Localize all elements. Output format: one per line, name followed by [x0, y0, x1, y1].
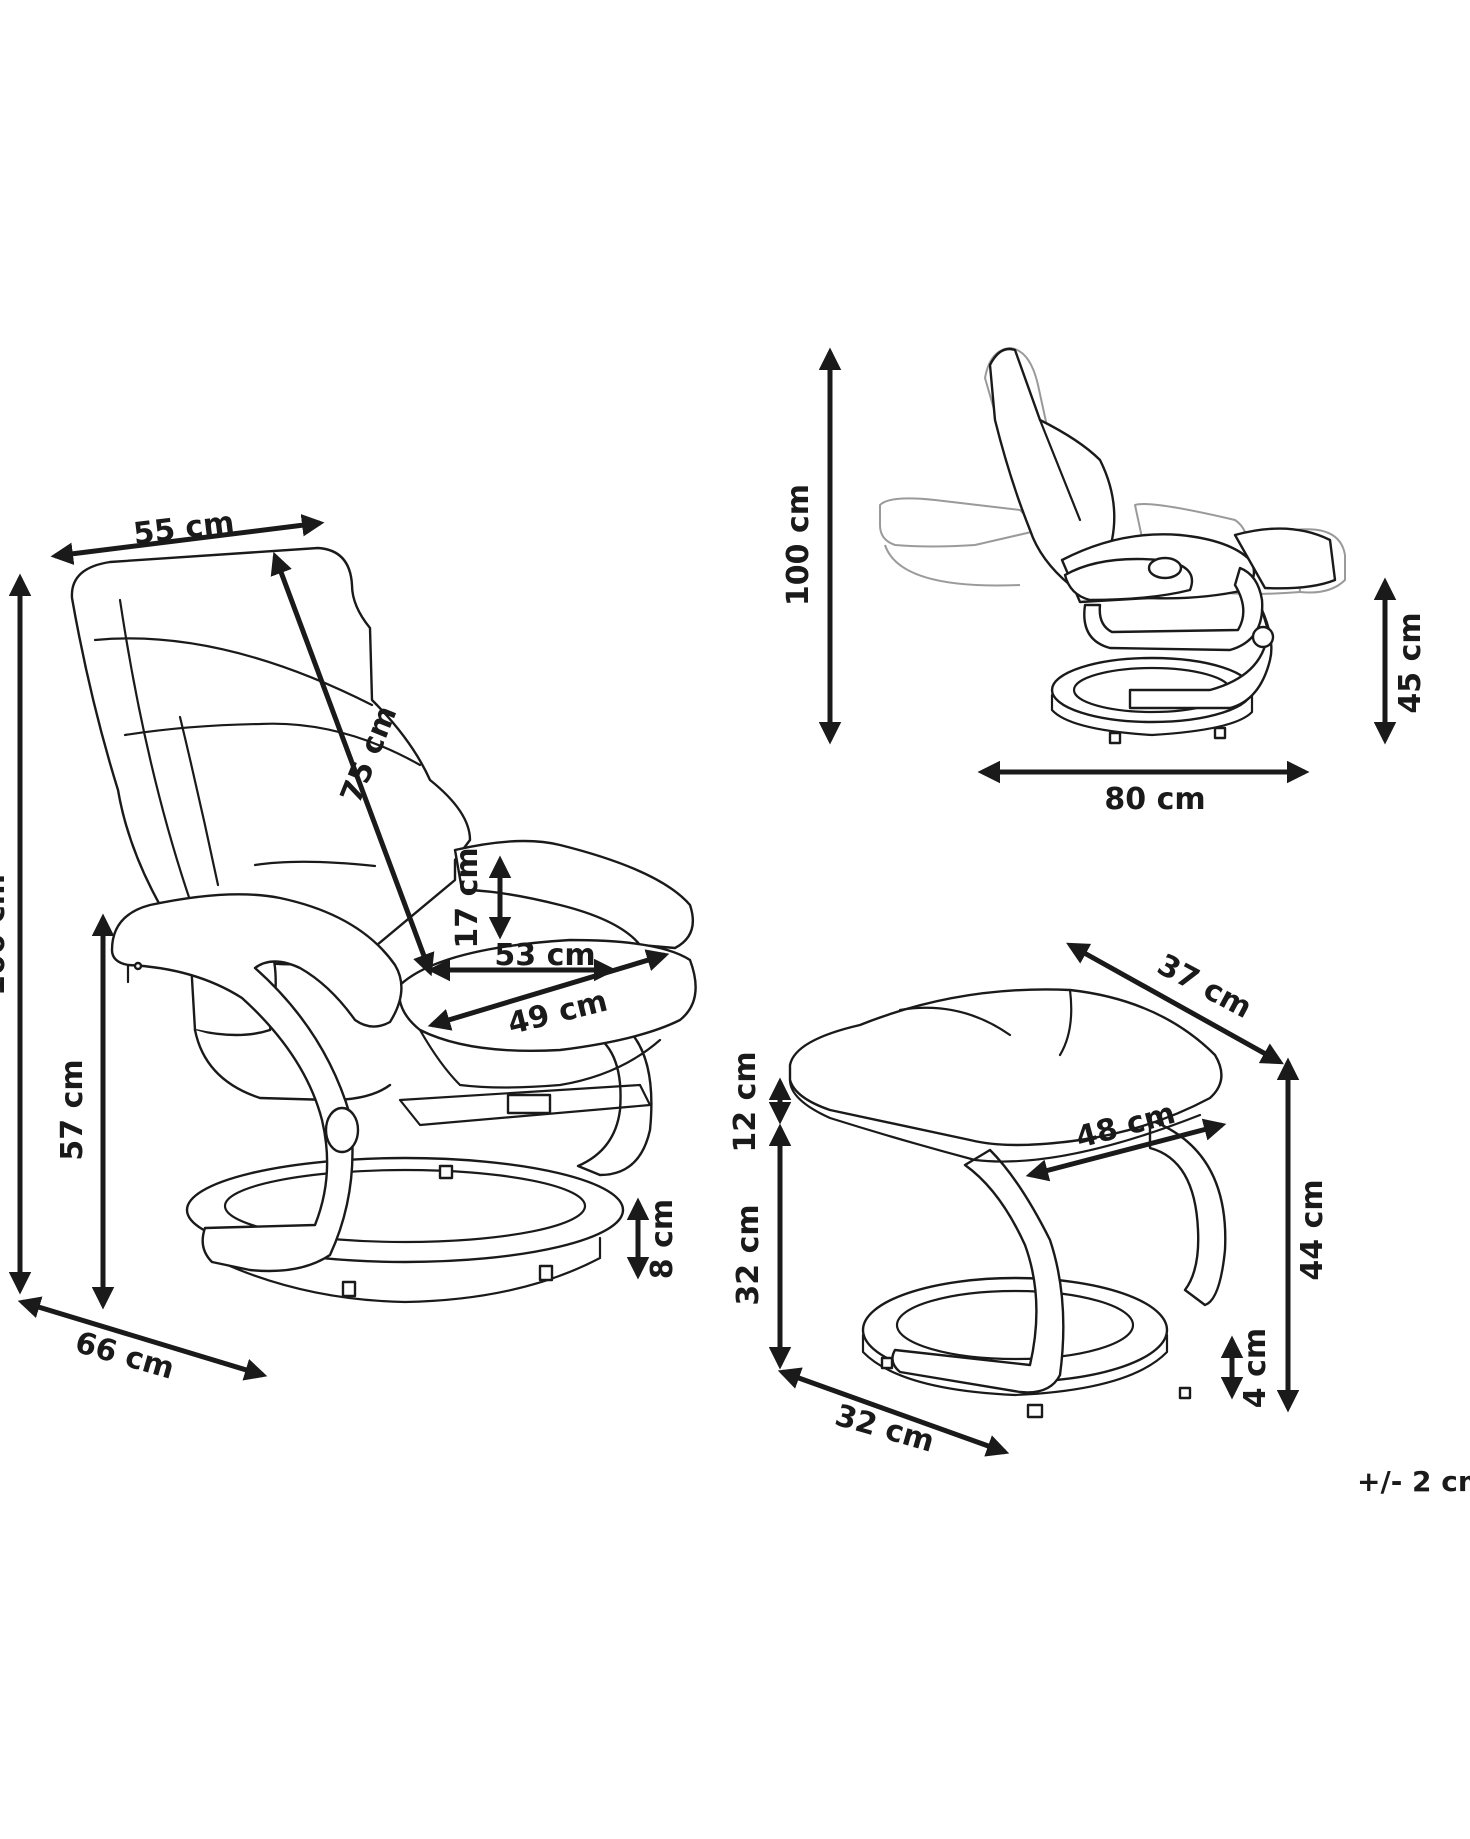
tolerance-note: +/- 2 cm	[1357, 1465, 1470, 1498]
reclined-backrest	[988, 347, 1116, 587]
reclined-length-label: 80 cm	[1104, 782, 1205, 817]
footstool-frame-height-label: 32 cm	[731, 1204, 766, 1305]
footstool-depth-arrow	[1066, 942, 1284, 1065]
reclined-seat-height-label: 45 cm	[1393, 612, 1428, 713]
chair-depth-arrow	[17, 1296, 268, 1381]
backrest-length-arrow	[270, 551, 435, 977]
armrest-over-seat-label: 17 cm	[450, 847, 485, 948]
recliner-chair-drawing	[70, 546, 697, 1304]
footstool-base-height-label: 4 cm	[1238, 1328, 1273, 1408]
reclined-chair-drawing	[879, 347, 1346, 745]
armrest-height-label: 57 cm	[55, 1059, 90, 1160]
footstool-drawing	[788, 988, 1227, 1419]
chair-total-height-label: 100 cm	[0, 874, 12, 996]
chair-width-label: 55 cm	[131, 505, 236, 552]
seat-width-label: 53 cm	[494, 938, 595, 973]
footstool-top-width-arrow	[1025, 1118, 1227, 1182]
reclined-height-label: 100 cm	[781, 484, 816, 606]
footstool-base-depth-arrow	[777, 1367, 1010, 1457]
chair-base-height-label: 8 cm	[645, 1199, 680, 1279]
footstool-total-height-label: 44 cm	[1295, 1179, 1330, 1280]
chair-width-arrow	[50, 514, 325, 565]
footstool-cushion-height-label: 12 cm	[728, 1051, 763, 1152]
footstool-depth-label: 37 cm	[1152, 947, 1258, 1025]
seat-depth-arrow	[427, 949, 670, 1031]
